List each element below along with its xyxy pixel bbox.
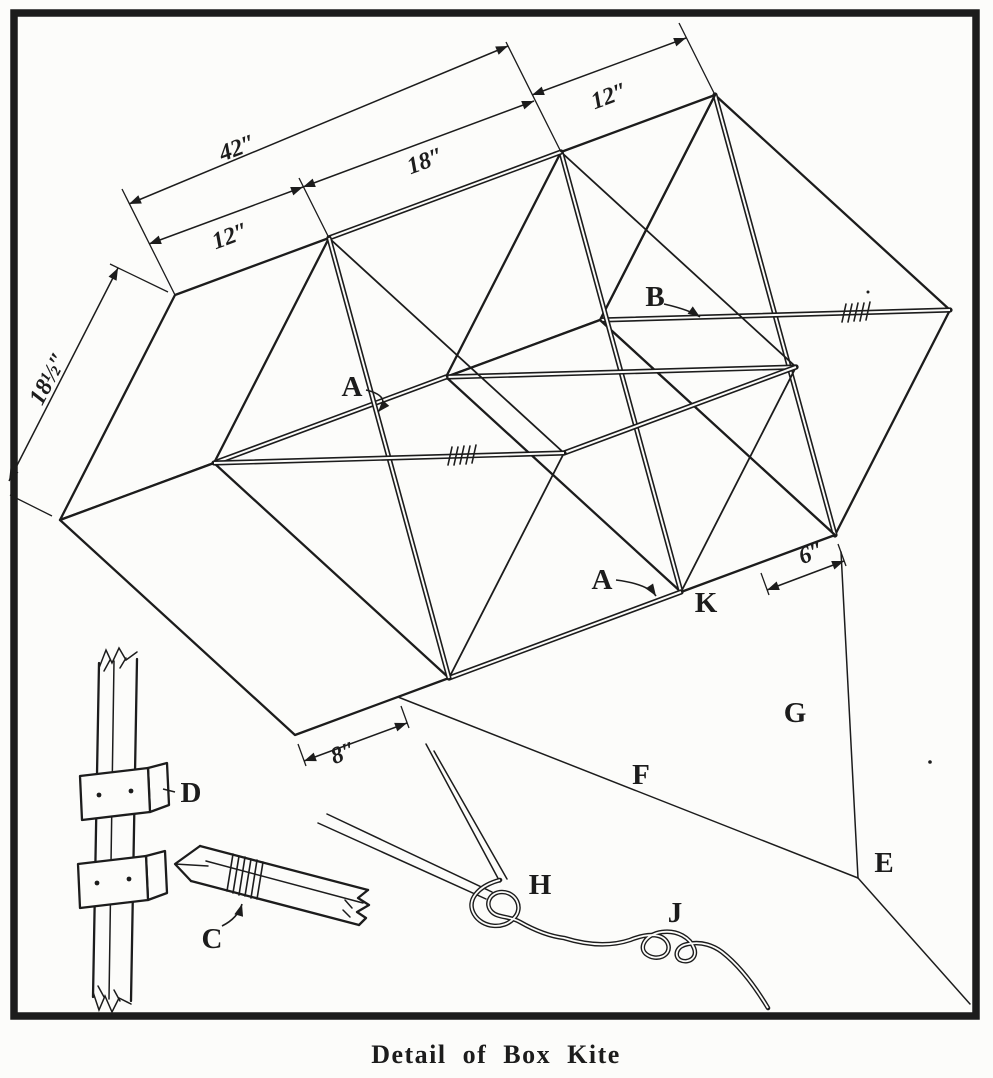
string-end-2 xyxy=(433,750,508,880)
extension-front-top-corner xyxy=(121,188,176,296)
detail-bracket-stick: D xyxy=(76,646,202,1014)
stick-c-bottom-edge xyxy=(189,879,361,927)
stick-break-bottom-scribble xyxy=(97,985,121,1002)
rear-cross-brace-sticks xyxy=(443,149,799,595)
front-cross-brace-sticks xyxy=(211,235,567,681)
stick-c-notch-cut xyxy=(174,863,209,867)
label-f: F xyxy=(632,759,650,791)
label-c: C xyxy=(202,923,223,955)
label-b: B xyxy=(645,281,664,313)
bracket-lower-side xyxy=(144,849,169,902)
string-end-1 xyxy=(425,743,501,883)
figure-border xyxy=(10,9,980,1020)
label-e: E xyxy=(874,847,893,879)
stick-c-break xyxy=(355,888,371,927)
rear-end-spreader-sticks xyxy=(597,92,953,538)
corner-bracket-upper xyxy=(78,761,171,822)
front-cell-rim-top xyxy=(328,237,565,454)
stick-edge-mid xyxy=(108,660,115,1000)
extension-8in-left xyxy=(297,743,307,767)
tack-hole xyxy=(96,792,102,798)
extension-8in-right xyxy=(400,705,410,729)
stick-break-top-scribble xyxy=(103,657,127,672)
extension-rear-cell-edge xyxy=(505,41,562,153)
lashing-marks-stick-c xyxy=(226,853,264,900)
string-end-4 xyxy=(326,813,493,893)
extension-height-top xyxy=(109,263,169,293)
leader-a-rear xyxy=(615,579,657,597)
bridle-line-rear xyxy=(840,551,859,879)
stick-break-bottom xyxy=(92,991,132,1014)
rear-cell-rim-bottom xyxy=(680,366,797,593)
kite-part-labels: A A B K xyxy=(342,281,718,619)
dimension-line-rear-bridle xyxy=(766,560,845,591)
label-k: K xyxy=(695,587,718,619)
bridle-line-front xyxy=(397,696,859,879)
bridle-lines: F G E xyxy=(397,551,971,1005)
figure-caption: Detail of Box Kite xyxy=(371,1040,621,1069)
tack-hole xyxy=(126,876,132,882)
stick-break-top xyxy=(98,646,138,669)
dimension-line-total-length xyxy=(128,45,509,205)
leader-a-mid xyxy=(365,389,390,413)
stick-c-ridge xyxy=(205,860,364,904)
label-h: H xyxy=(529,869,552,901)
label-d: D xyxy=(181,777,202,809)
kite-frame xyxy=(58,92,953,737)
extension-6in-right xyxy=(837,543,847,567)
stick-c-break-scribble xyxy=(342,899,353,918)
leader-d xyxy=(162,788,176,793)
lashing-marks-rear-spreader xyxy=(841,301,871,323)
front-cell-rim-bottom xyxy=(448,452,565,679)
print-speckles xyxy=(866,290,932,764)
extension-rear-top-corner xyxy=(678,22,716,96)
label-g: G xyxy=(784,697,807,729)
knot-and-coil-rope xyxy=(469,877,771,1011)
dimension-line-front-bridle xyxy=(303,722,408,762)
bracket-lower-front xyxy=(76,854,150,910)
stick-edge-right xyxy=(129,657,139,1003)
rear-cell-lower-face xyxy=(444,318,837,594)
detail-knot: H J xyxy=(317,743,771,1011)
bracket-upper-side xyxy=(146,761,171,814)
tack-hole xyxy=(128,788,134,794)
tack-hole xyxy=(94,880,100,886)
lashing-marks-front-brace xyxy=(447,444,477,466)
label-a-mid: A xyxy=(342,371,363,403)
string-end-3 xyxy=(317,822,487,900)
stick-c-top-edge xyxy=(198,844,370,892)
dimension-line-cell-height xyxy=(8,267,119,482)
detail-notched-stick: C xyxy=(173,844,371,955)
leader-c xyxy=(221,903,244,927)
extension-6in-left xyxy=(760,572,770,596)
leader-b xyxy=(663,303,701,318)
bracket-upper-front xyxy=(78,766,152,822)
corner-bracket-lower xyxy=(76,849,169,910)
flying-line xyxy=(857,877,971,1005)
stick-edge-left xyxy=(91,661,101,999)
label-j: J xyxy=(668,897,683,929)
rear-cell-rim-top xyxy=(560,151,797,368)
label-a-rear: A xyxy=(592,564,613,596)
dimension-line-right-cell xyxy=(531,37,687,96)
